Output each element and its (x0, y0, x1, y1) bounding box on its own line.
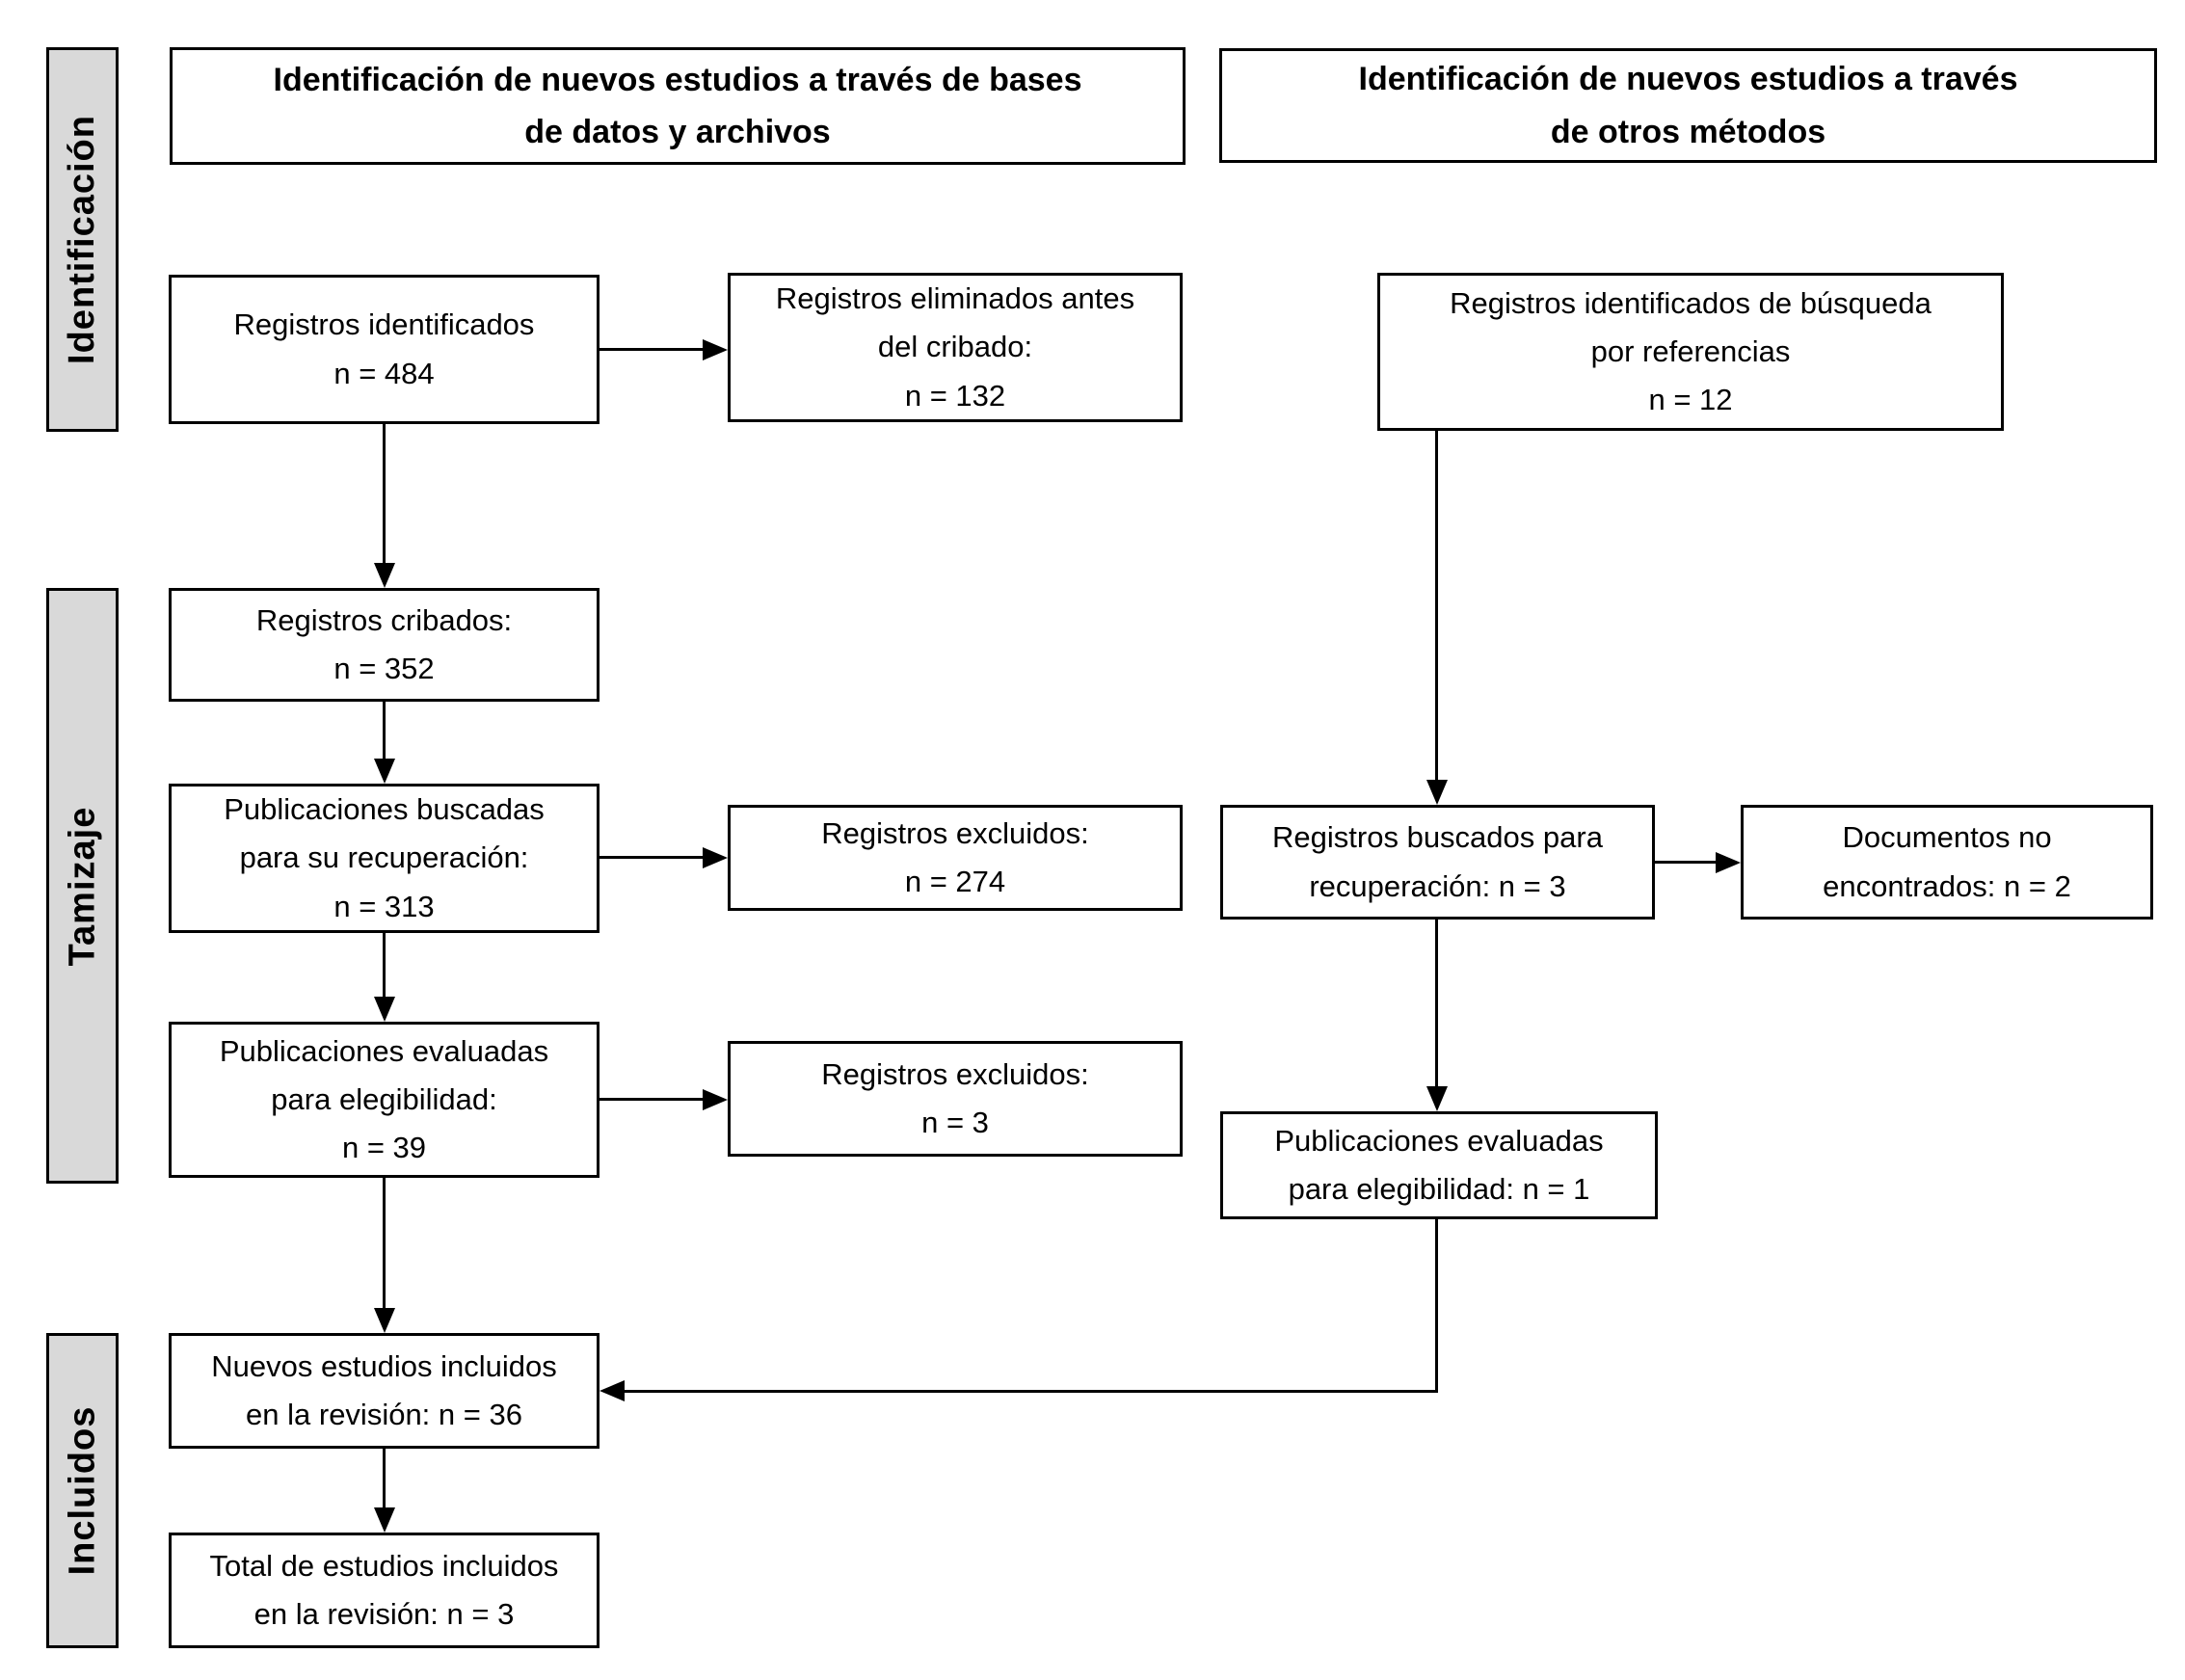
box-publications-assessed-text: Publicaciones evaluadas para elegibilida… (219, 1033, 549, 1165)
box-records-identified-references-text: Registros identificados de búsqueda por … (1450, 285, 1932, 417)
box-publications-assessed: Publicaciones evaluadas para elegibilida… (169, 1022, 600, 1178)
stage-label-identification: Identificación (62, 115, 103, 364)
arrow-sought-to-assessed-other-line (1435, 920, 1438, 1086)
box-records-identified-references: Registros identificados de búsqueda por … (1377, 273, 2004, 431)
header-other-methods-text: Identificación de nuevos estudios a trav… (1358, 61, 2018, 150)
box-records-excluded-274-text: Registros excluidos: n = 274 (821, 815, 1089, 898)
box-records-screened: Registros cribados: n = 352 (169, 588, 600, 702)
box-publications-assessed-other: Publicaciones evaluadas para elegibilida… (1220, 1111, 1658, 1219)
arrow-identified-to-screened-line (383, 424, 386, 564)
arrow-included-to-total-head (374, 1507, 395, 1533)
arrow-sought-to-excluded274-line (600, 856, 703, 859)
box-records-identified-text: Registros identificados n = 484 (233, 307, 535, 390)
box-records-excluded-3: Registros excluidos: n = 3 (728, 1041, 1183, 1157)
arrow-identified-to-removed-head (703, 339, 728, 360)
box-documents-not-found-text: Documentos no encontrados: n = 2 (1823, 820, 2071, 903)
arrow-other-to-included-head (600, 1380, 625, 1401)
box-records-identified: Registros identificados n = 484 (169, 275, 600, 424)
arrow-references-to-sought-line (1435, 431, 1438, 780)
arrow-identified-to-screened-head (374, 563, 395, 588)
header-other-methods-column: Identificación de nuevos estudios a trav… (1219, 48, 2157, 163)
box-total-studies-included-text: Total de estudios incluidos en la revisi… (209, 1548, 559, 1631)
arrow-references-to-sought-head (1426, 780, 1448, 805)
arrow-other-to-included-horizontal-line (625, 1390, 1438, 1393)
arrow-screened-to-sought-line (383, 702, 386, 759)
box-new-studies-included-text: Nuevos estudios incluidos en la revisión… (211, 1348, 557, 1431)
box-publications-sought: Publicaciones buscadas para su recuperac… (169, 784, 600, 933)
arrow-assessed-to-excluded3-head (703, 1089, 728, 1110)
arrow-assessed-to-included-head (374, 1308, 395, 1333)
arrow-assessed-to-excluded3-line (600, 1098, 703, 1101)
arrow-assessed-to-included-line (383, 1178, 386, 1308)
box-records-excluded-274: Registros excluidos: n = 274 (728, 805, 1183, 911)
box-total-studies-included: Total de estudios incluidos en la revisi… (169, 1533, 600, 1648)
header-databases-column: Identificación de nuevos estudios a trav… (170, 47, 1186, 165)
stage-label-screening: Tamizaje (62, 806, 103, 966)
box-publications-sought-text: Publicaciones buscadas para su recuperac… (224, 792, 545, 923)
stage-bar-identification: Identificación (46, 47, 119, 432)
stage-label-included: Incluidos (62, 1405, 103, 1576)
arrow-identified-to-removed-line (600, 348, 703, 351)
arrow-sought-to-notfound-line (1655, 861, 1716, 864)
box-records-removed-before-screening-text: Registros eliminados antes del cribado: … (775, 281, 1135, 413)
stage-bar-screening: Tamizaje (46, 588, 119, 1184)
arrow-sought-to-notfound-head (1716, 852, 1741, 873)
box-records-screened-text: Registros cribados: n = 352 (255, 602, 513, 685)
arrow-sought-to-assessed-line (383, 933, 386, 997)
arrow-sought-to-assessed-head (374, 997, 395, 1022)
box-records-removed-before-screening: Registros eliminados antes del cribado: … (728, 273, 1183, 422)
box-documents-not-found: Documentos no encontrados: n = 2 (1741, 805, 2153, 920)
box-records-excluded-3-text: Registros excluidos: n = 3 (821, 1056, 1089, 1139)
box-new-studies-included: Nuevos estudios incluidos en la revisión… (169, 1333, 600, 1449)
arrow-sought-to-excluded274-head (703, 847, 728, 868)
arrow-screened-to-sought-head (374, 759, 395, 784)
arrow-sought-to-assessed-other-head (1426, 1086, 1448, 1111)
box-publications-assessed-other-text: Publicaciones evaluadas para elegibilida… (1274, 1123, 1604, 1206)
stage-bar-included: Incluidos (46, 1333, 119, 1648)
box-records-sought-retrieval-text: Registros buscados para recuperación: n … (1272, 820, 1603, 903)
arrow-included-to-total-line (383, 1449, 386, 1507)
header-databases-text: Identificación de nuevos estudios a trav… (273, 61, 1082, 150)
box-records-sought-retrieval: Registros buscados para recuperación: n … (1220, 805, 1655, 920)
arrow-other-to-included-vertical-line (1435, 1219, 1438, 1393)
